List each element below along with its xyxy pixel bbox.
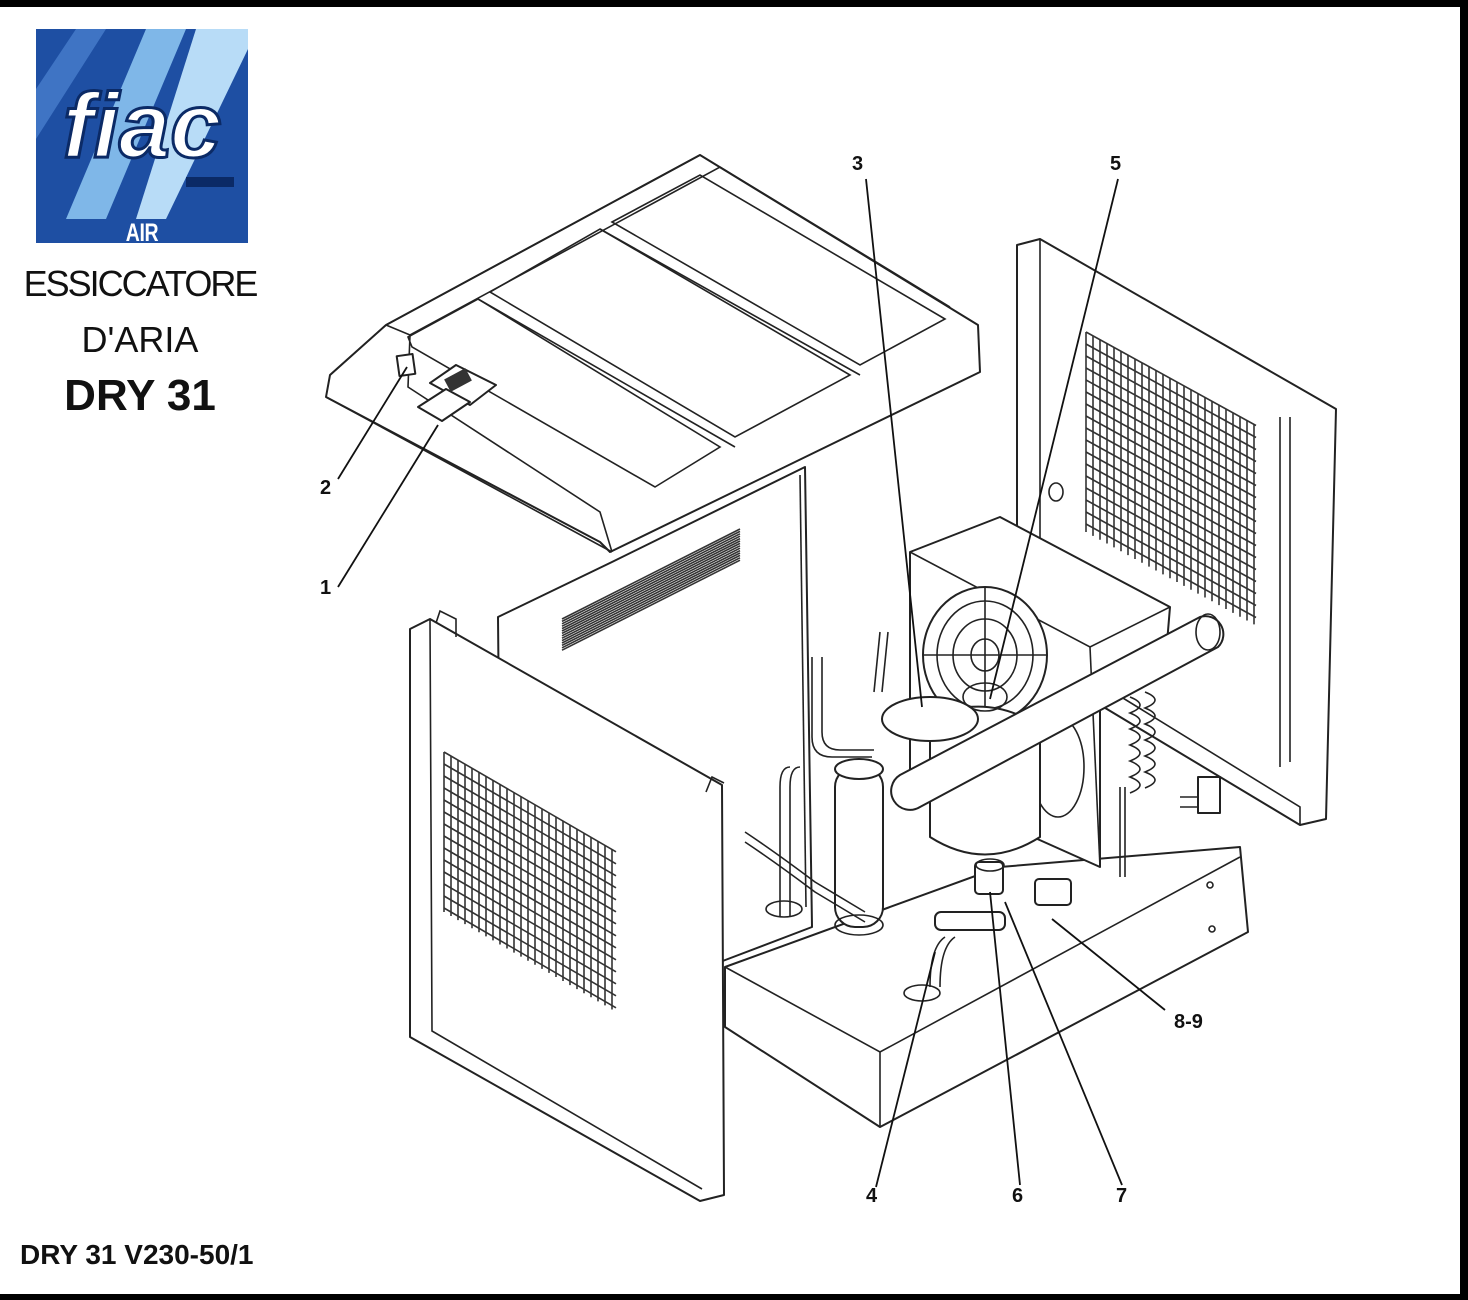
callout-5: 5 [1110, 153, 1122, 175]
model-footer: DRY 31 V230-50/1 [20, 1239, 254, 1270]
front-left-panel [409, 609, 725, 1202]
callout-1: 1 [320, 577, 332, 599]
back-wall-grill [561, 528, 741, 651]
callout-3: 3 [852, 153, 864, 175]
logo-graphic: fiac [36, 29, 248, 219]
front-panel-grill [443, 751, 617, 1010]
callout-leaders [337, 178, 1166, 1188]
right-panel-grill [1085, 331, 1257, 625]
valves [929, 858, 1072, 988]
title-line-1: ESSICCATORE [23, 263, 259, 304]
callout-4: 4 [866, 1185, 878, 1207]
main-pipe [890, 613, 1225, 811]
title-line-3: DRY 31 [64, 371, 216, 420]
logo-wordmark: fiac [63, 75, 222, 177]
piping [744, 631, 1221, 923]
callout-7: 7 [1116, 1185, 1128, 1207]
callout-6: 6 [1012, 1185, 1024, 1207]
callout-8-9: 8-9 [1174, 1011, 1203, 1033]
fiac-logo: fiac AIR COMPRESSORS [36, 29, 248, 243]
callout-2: 2 [320, 477, 332, 499]
title-line-2: D'ARIA [81, 319, 199, 360]
logo-tagline: AIR COMPRESSORS [125, 219, 159, 243]
exploded-view-drawing [325, 154, 1337, 1202]
top-lid [325, 154, 981, 553]
separator-cylinder [834, 758, 884, 936]
